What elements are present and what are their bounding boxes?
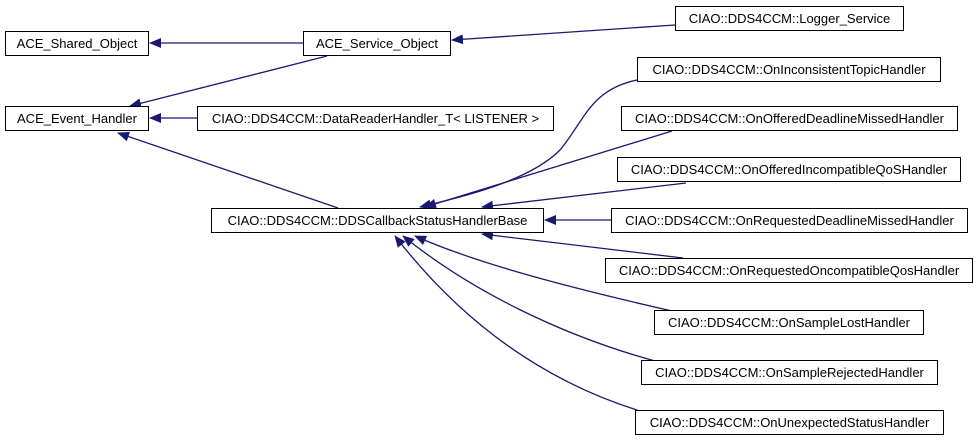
edge-ace-service-object-to-ace-event-handler xyxy=(129,55,328,109)
edge-on-sample-lost-to-dds-callback-base xyxy=(414,235,673,312)
node-on-offered-deadline-missed-handler[interactable]: CIAO::DDS4CCM::OnOfferedDeadlineMissedHa… xyxy=(621,106,958,131)
node-on-offered-incompatible-qos-handler[interactable]: CIAO::DDS4CCM::OnOfferedIncompatibleQoSH… xyxy=(617,157,961,182)
node-ace-event-handler[interactable]: ACE_Event_Handler xyxy=(5,106,149,131)
edge-on-requested-oncompatible-qos-to-dds-callback-base xyxy=(481,230,684,259)
edge-on-offered-deadline-missed-to-dds-callback-base xyxy=(424,130,673,209)
node-ace-service-object[interactable]: ACE_Service_Object xyxy=(303,31,451,56)
node-dds-callback-status-handler-base[interactable]: CIAO::DDS4CCM::DDSCallbackStatusHandlerB… xyxy=(211,208,544,233)
node-datareader-handler[interactable]: CIAO::DDS4CCM::DataReaderHandler_T< LIST… xyxy=(197,106,554,131)
edge-on-sample-rejected-to-dds-callback-base xyxy=(402,235,656,362)
node-on-inconsistent-topic-handler[interactable]: CIAO::DDS4CCM::OnInconsistentTopicHandle… xyxy=(637,57,941,82)
edge-on-inconsistent-topic-to-dds-callback-base xyxy=(419,79,638,210)
node-ace-shared-object[interactable]: ACE_Shared_Object xyxy=(5,31,149,56)
node-on-sample-rejected-handler[interactable]: CIAO::DDS4CCM::OnSampleRejectedHandler xyxy=(641,360,938,385)
edge-logger-service-to-ace-service-object xyxy=(451,24,676,45)
edge-dds-callback-base-to-ace-event-handler xyxy=(117,131,339,209)
node-logger-service[interactable]: CIAO::DDS4CCM::Logger_Service xyxy=(675,6,904,31)
edge-on-offered-incompatible-qos-to-dds-callback-base xyxy=(481,182,687,211)
node-on-unexpected-status-handler[interactable]: CIAO::DDS4CCM::OnUnexpectedStatusHandler xyxy=(635,410,944,435)
edge-on-unexpected-status-to-dds-callback-base xyxy=(394,235,641,412)
node-on-requested-deadline-missed-handler[interactable]: CIAO::DDS4CCM::OnRequestedDeadlineMissed… xyxy=(611,208,968,233)
node-on-sample-lost-handler[interactable]: CIAO::DDS4CCM::OnSampleLostHandler xyxy=(654,310,924,335)
node-on-requested-oncompatible-qos-handler[interactable]: CIAO::DDS4CCM::OnRequestedOncompatibleQo… xyxy=(605,258,973,283)
